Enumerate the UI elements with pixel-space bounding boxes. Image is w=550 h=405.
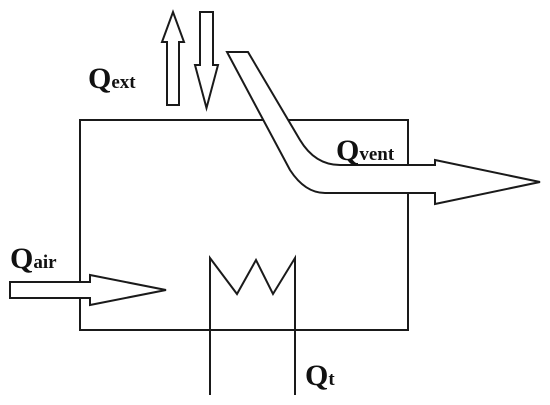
label-q-vent: Qvent	[336, 134, 395, 167]
q-vent-flow-arrow	[225, 51, 541, 206]
q-ext-up-arrow	[160, 9, 186, 106]
room-box	[79, 119, 409, 331]
q-air-flow-arrow	[9, 273, 167, 307]
label-q-ext: Qext	[88, 62, 136, 95]
q-ext-down-arrow	[193, 11, 220, 112]
label-q-t: Qt	[305, 359, 335, 392]
label-q-air: Qair	[10, 242, 57, 275]
heater-element	[209, 254, 296, 395]
